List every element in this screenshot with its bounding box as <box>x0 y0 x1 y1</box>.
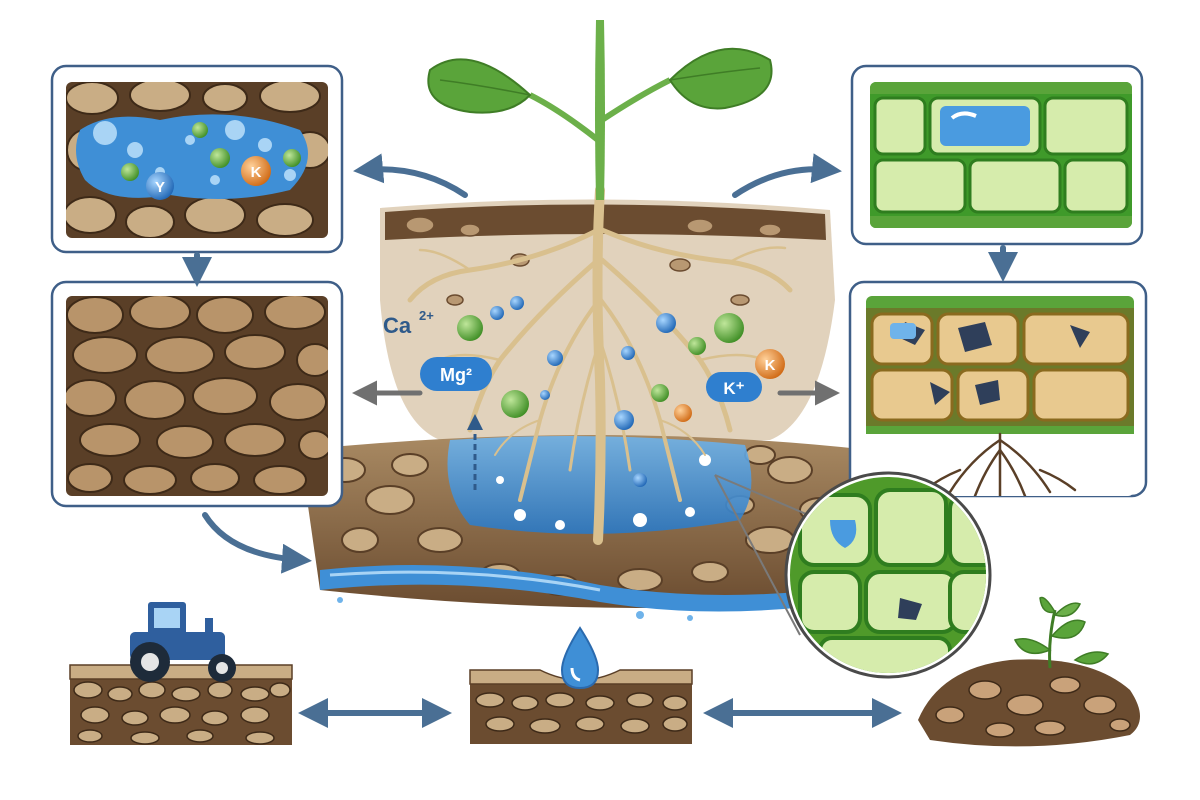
ion-k-plus-text: K⁺ <box>723 379 744 398</box>
ion-ball <box>651 384 669 402</box>
ion-ball <box>688 337 706 355</box>
ion-ca-charge: 2+ <box>419 308 434 323</box>
zoom-callout <box>714 471 992 679</box>
plant-shoot <box>427 20 773 200</box>
seedling-icon <box>1013 596 1110 669</box>
water-uptake-arrow <box>467 414 483 490</box>
ion-k-text: K <box>765 357 776 374</box>
ion-ball <box>192 122 208 138</box>
ion-ball <box>656 313 676 333</box>
ion-badge-k: K <box>755 349 785 379</box>
panel-healthy-cells <box>850 64 1144 246</box>
ion-badge-mg: Mg² <box>420 357 492 391</box>
ion-ball <box>210 148 230 168</box>
soil-mound <box>918 659 1140 747</box>
arrow-panel2-to-stream <box>202 512 312 574</box>
plant-roots <box>407 185 793 545</box>
ion-badge-k-plus: K⁺ <box>706 372 762 402</box>
panel-soil-solution: Y K <box>50 64 344 254</box>
tractor-icon <box>130 602 236 682</box>
ion-ball <box>121 163 139 181</box>
central-soil-profile <box>380 199 835 440</box>
flow-arrows <box>182 153 1018 728</box>
ion-y-text: Y <box>155 179 165 196</box>
ion-k-small-text: K <box>251 164 262 181</box>
underground-stream <box>320 565 860 621</box>
nutrient-ions: Ca 2+ Mg² K⁺ K <box>383 296 785 487</box>
ion-ball <box>633 473 647 487</box>
irrigated-soil <box>469 669 693 744</box>
arrow-center-to-panel1 <box>353 153 468 198</box>
ion-ball <box>614 410 634 430</box>
arrow-center-to-panel3 <box>732 153 842 198</box>
panel-compacted-soil <box>50 280 344 508</box>
water-drop-icon <box>560 626 600 690</box>
ion-ball <box>714 313 744 343</box>
tilled-field <box>69 664 293 745</box>
ion-ball <box>457 315 483 341</box>
ion-ball <box>510 296 524 310</box>
ion-ca-text: Ca <box>383 313 412 338</box>
ion-ball <box>540 390 550 400</box>
right-leaf <box>668 47 773 110</box>
ion-ball <box>501 390 529 418</box>
ion-ball <box>621 346 635 360</box>
ion-ball <box>674 404 692 422</box>
ion-ball <box>490 306 504 320</box>
ion-mg-text: Mg² <box>440 365 472 385</box>
ion-label-ca: Ca 2+ <box>383 308 434 338</box>
ion-ball <box>547 350 563 366</box>
panel-stressed-cells <box>848 280 1148 498</box>
ion-ball <box>283 149 301 167</box>
